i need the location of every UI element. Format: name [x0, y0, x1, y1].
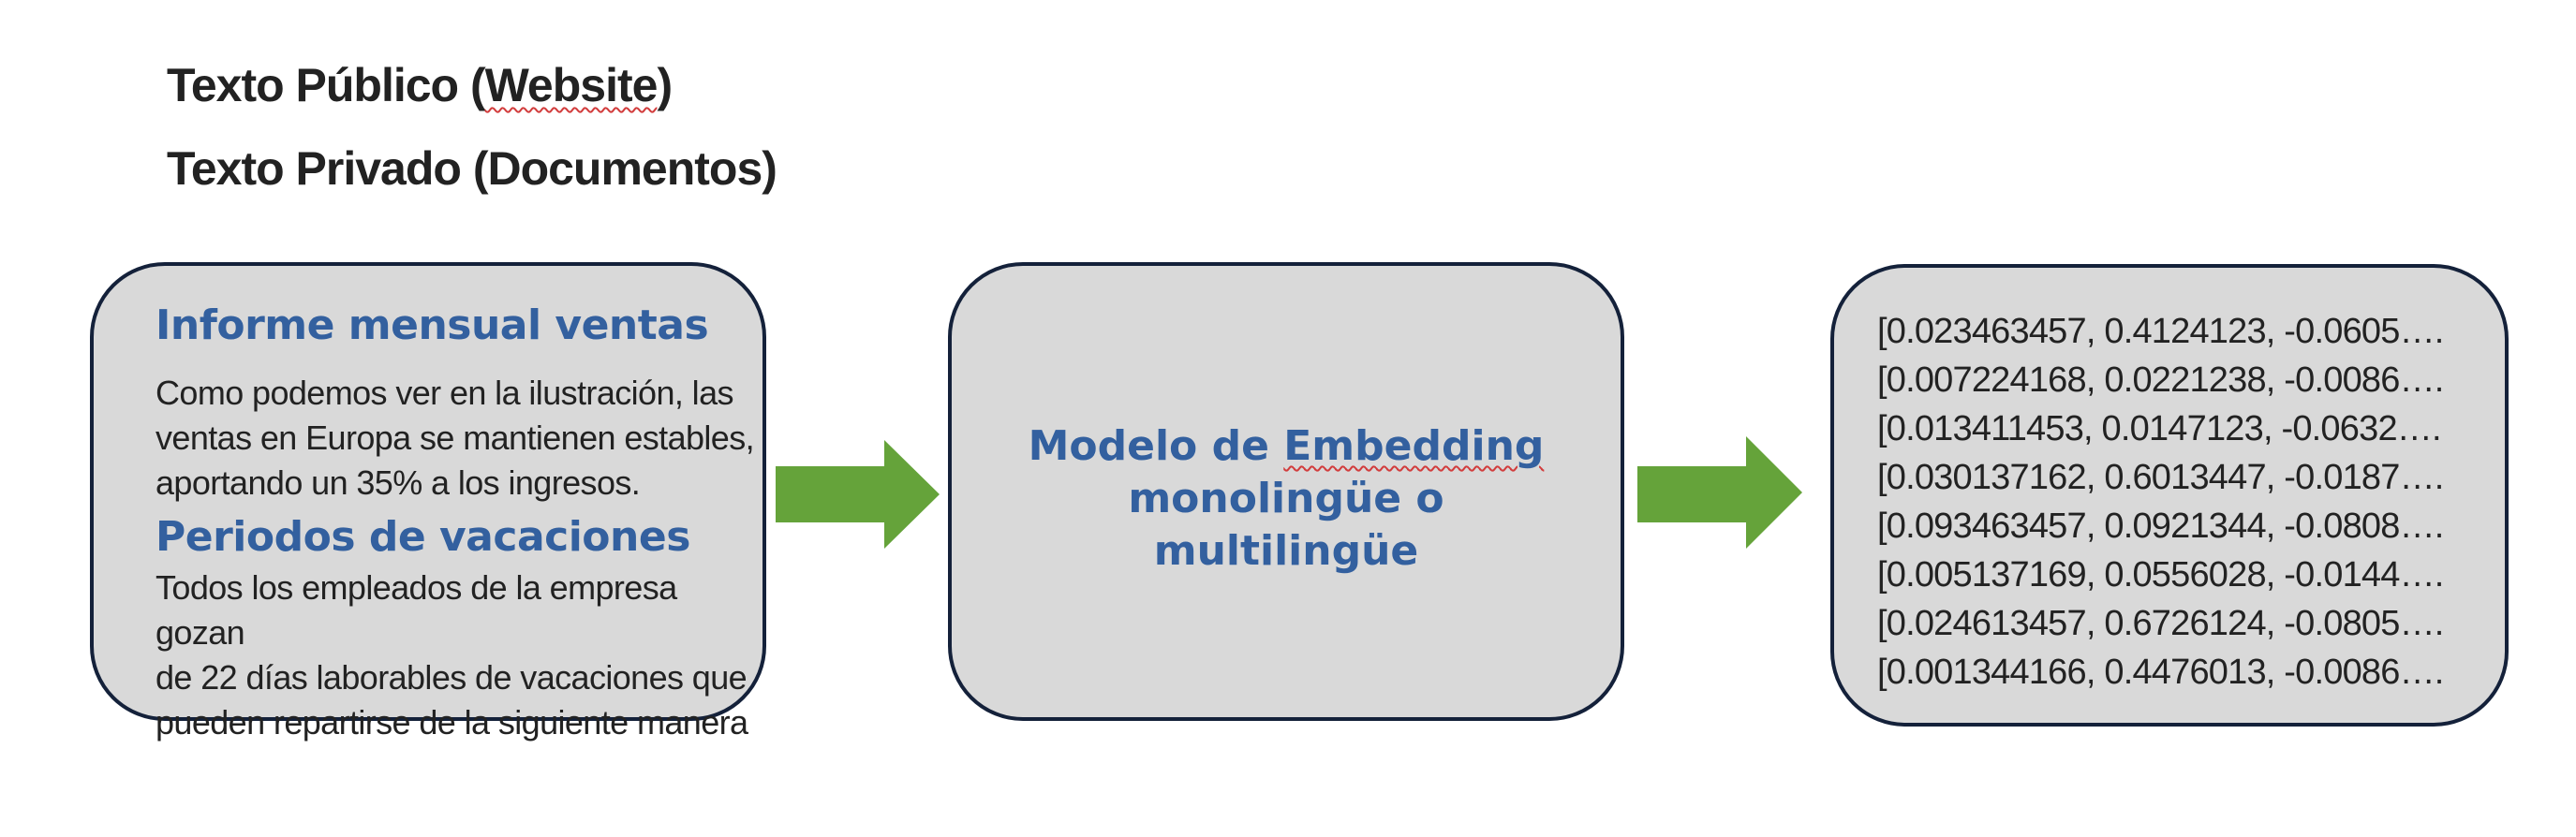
model-label-embedding-word: Embedding [1283, 422, 1545, 470]
vector-list: [0.023463457, 0.4124123, -0.0605…. [0.00… [1877, 307, 2444, 697]
vector-row: [0.013411453, 0.0147123, -0.0632…. [1877, 409, 2442, 448]
heading-public-suffix: ) [657, 59, 673, 111]
heading-public-text: Texto Público (Website) [167, 59, 673, 111]
doc-line: de 22 días laborables de vacaciones que [155, 658, 748, 697]
doc-body-vacations: Todos los empleados de la empresa gozan … [155, 565, 755, 745]
input-text-box: Informe mensual ventas Como podemos ver … [90, 262, 766, 742]
vector-row: [0.093463457, 0.0921344, -0.0808…. [1877, 507, 2444, 546]
vector-row: [0.023463457, 0.4124123, -0.0605…. [1877, 312, 2444, 351]
arrow-shape [1637, 436, 1802, 549]
heading-public-word: Website [484, 59, 659, 111]
vector-row: [0.005137169, 0.0556028, -0.0144…. [1877, 555, 2444, 595]
vector-row: [0.030137162, 0.6013447, -0.0187…. [1877, 458, 2444, 497]
model-label-line2: monolingüe o [1128, 475, 1444, 522]
heading-public-prefix: Texto Público ( [167, 59, 486, 111]
doc-line: aportando un 35% a los ingresos. [155, 463, 641, 502]
model-label-prefix: Modelo de [1028, 422, 1284, 470]
doc-line: Como podemos ver en la ilustración, las [155, 374, 734, 412]
doc-title-vacations: Periodos de vacaciones [155, 513, 690, 561]
doc-title-monthly-sales: Informe mensual ventas [155, 301, 709, 349]
model-label-line3: multilingüe [1153, 527, 1419, 575]
heading-private-text: Texto Privado (Documentos) [167, 142, 777, 195]
doc-line: pueden repartirse de la siguiente manera [155, 703, 748, 742]
embedding-vectors-box: [0.023463457, 0.4124123, -0.0605…. [0.00… [1830, 264, 2509, 727]
model-label-line1: Modelo de Embedding [952, 420, 1621, 473]
embedding-model-box: Modelo de Embedding monolingüe o multili… [948, 262, 1624, 721]
doc-body-monthly-sales: Como podemos ver en la ilustración, las … [155, 371, 755, 506]
arrow-right-icon [776, 440, 940, 549]
arrow-right-icon [1637, 436, 1802, 549]
arrow-shape [776, 440, 940, 549]
doc-line: ventas en Europa se mantienen estables, [155, 418, 755, 457]
vector-row: [0.007224168, 0.0221238, -0.0086…. [1877, 360, 2444, 400]
embedding-model-label: Modelo de Embedding monolingüe o multili… [952, 420, 1621, 578]
doc-line: Todos los empleados de la empresa gozan [155, 568, 677, 652]
vector-row: [0.024613457, 0.6726124, -0.0805…. [1877, 604, 2444, 643]
vector-row: [0.001344166, 0.4476013, -0.0086…. [1877, 653, 2444, 692]
